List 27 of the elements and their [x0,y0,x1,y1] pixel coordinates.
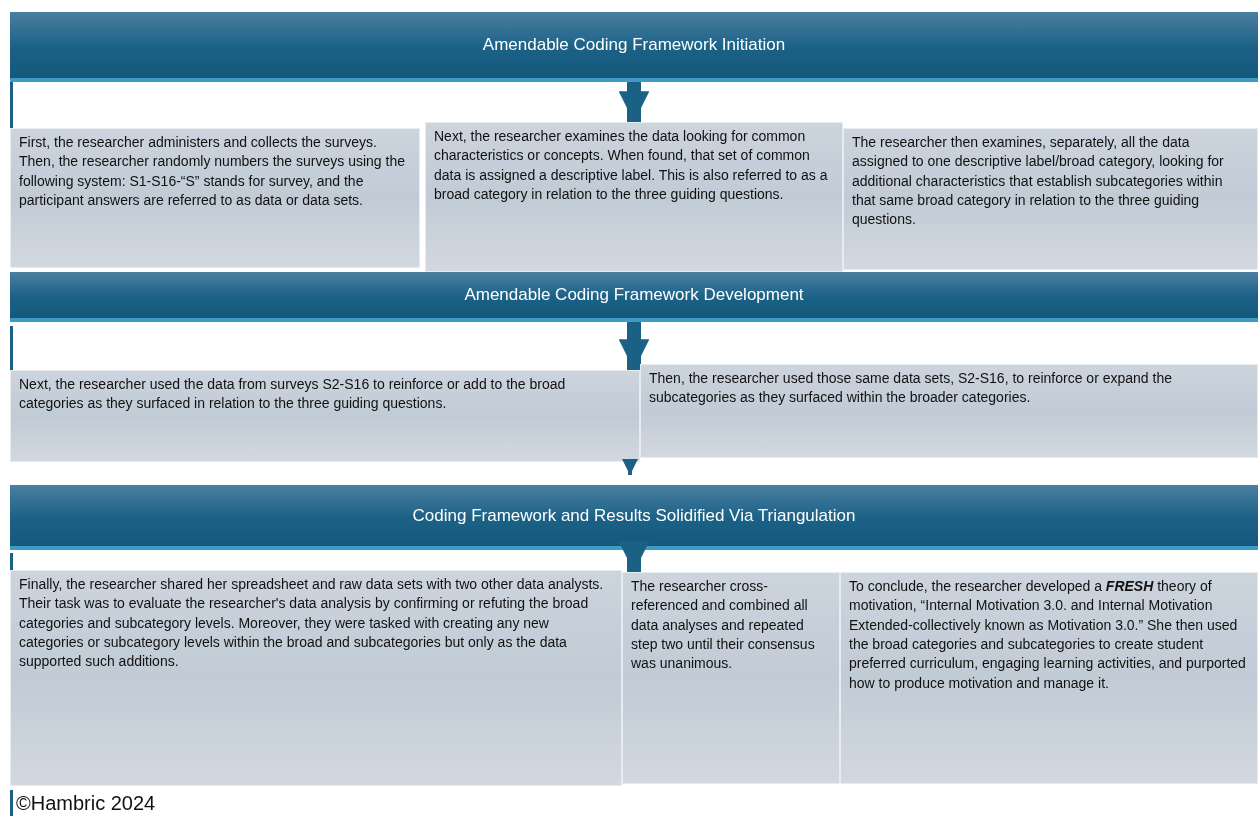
step-text-box [640,364,1258,458]
stage-header-band [10,272,1258,322]
stage-header-band [10,12,1258,82]
step-description: To conclude, the researcher developed a FRESH theory of motivation, “Internal Motivation 3.0. and Internal Motivation Extended-collectively known as Motivation 3.0.” She then used the broad categories and subcategories to create student preferred curriculum, engaging learning activities, and purported how to produce motivation and manage it. [849,578,1246,691]
step-description: Next, the researcher used the data from surveys S2-S16 to reinforce or add to the broad categories as they surfaced in relation to the three guiding questions. [19,376,566,412]
step-description: First, the researcher administers and collects the surveys. Then, the researcher randomly numbers the surveys using the following system: S1-S16-“S” stands for survey, and the participant answers are referred to as data or data sets. [19,134,405,208]
step-description: Finally, the researcher shared her spreadsheet and raw data sets with two other data analysts. Their task was to evaluate the researcher's data analysis by confirming or refuting the broad categories and subcategory levels. Moreover, they were tasked with creating any new categories or subcategory levels within the broad and subcategories but only as the data supported such additions. [19,576,604,670]
step-description: The researcher then examines, separately, all the data assigned to one descriptive label/broad category, looking for additional characteristics that establish subcategories within that same broad category in relation to the three guiding questions. [852,134,1224,228]
step-text-box [425,122,843,272]
step-description: Next, the researcher examines the data looking for common characteristics or concepts. When found, that set of common data is assigned a descriptive label. This is also referred to as a broad category in relation to the three guiding questions. [434,128,828,202]
step-text-box [622,572,840,784]
step-text-box [840,572,1258,784]
step-text-box [10,128,420,268]
down-arrow [622,459,638,475]
stage-title: Amendable Coding Framework Initiation [482,35,786,55]
down-arrow [618,541,650,572]
stage-title: Coding Framework and Results Solidified Via Triangulation [412,505,856,526]
step-text-box [10,570,622,786]
step-description: The researcher cross-referenced and combined all data analyses and repeated step two until their consensus was unanimous. [631,578,815,672]
copyright-note: ©Hambric 2024 [10,790,156,816]
step-text-box [10,370,640,462]
down-arrow [618,322,650,370]
stage-title: Amendable Coding Framework Development [464,285,804,305]
step-text-box [843,128,1258,270]
stage-header-band [10,485,1258,550]
down-arrow [618,82,650,122]
step-description: Then, the researcher used those same data sets, S2-S16, to reinforce or expand the subcategories as they surfaced within the broader categories. [649,370,1172,406]
